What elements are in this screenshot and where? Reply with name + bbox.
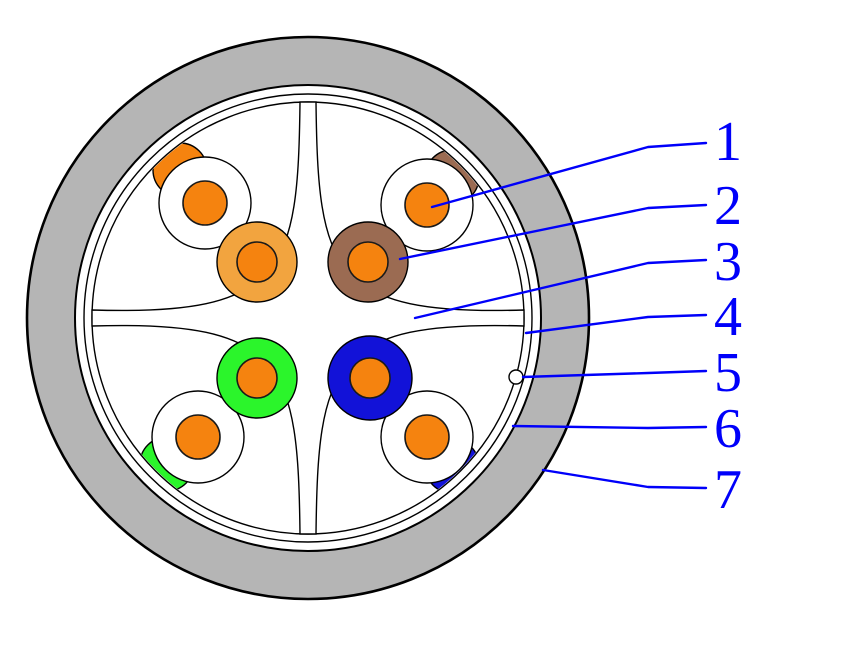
conductor-orange: [236, 241, 278, 283]
conductor-white-bottom-right: [404, 414, 450, 460]
conductor-white-top-left: [182, 180, 228, 226]
leader-line-6: [511, 424, 708, 430]
leader-line-5: [521, 369, 708, 379]
label-7: 7: [714, 459, 742, 521]
labels: 1 2 3 4 5 6 7: [714, 111, 742, 521]
cross-separator: [91, 101, 525, 535]
leader-line-3: [413, 258, 708, 320]
label-6: 6: [714, 398, 742, 460]
conductor-blue: [349, 357, 391, 399]
label-4: 4: [714, 286, 742, 348]
label-2: 2: [714, 175, 742, 237]
label-1: 1: [714, 111, 742, 173]
conductor-white-bottom-left: [175, 414, 221, 460]
leader-line-7: [541, 468, 708, 490]
leader-line-4: [524, 313, 708, 335]
leader-line-2: [398, 203, 708, 261]
leader-line-1: [430, 141, 708, 209]
leader-lines: [398, 141, 708, 490]
conductor-brown: [347, 241, 389, 283]
conductor-green: [236, 357, 278, 399]
label-3: 3: [714, 231, 742, 293]
label-5: 5: [714, 342, 742, 404]
rip-cord-circle: [508, 369, 524, 385]
wire-pairs: [139, 142, 480, 494]
conductor-white-top-right: [404, 182, 450, 228]
